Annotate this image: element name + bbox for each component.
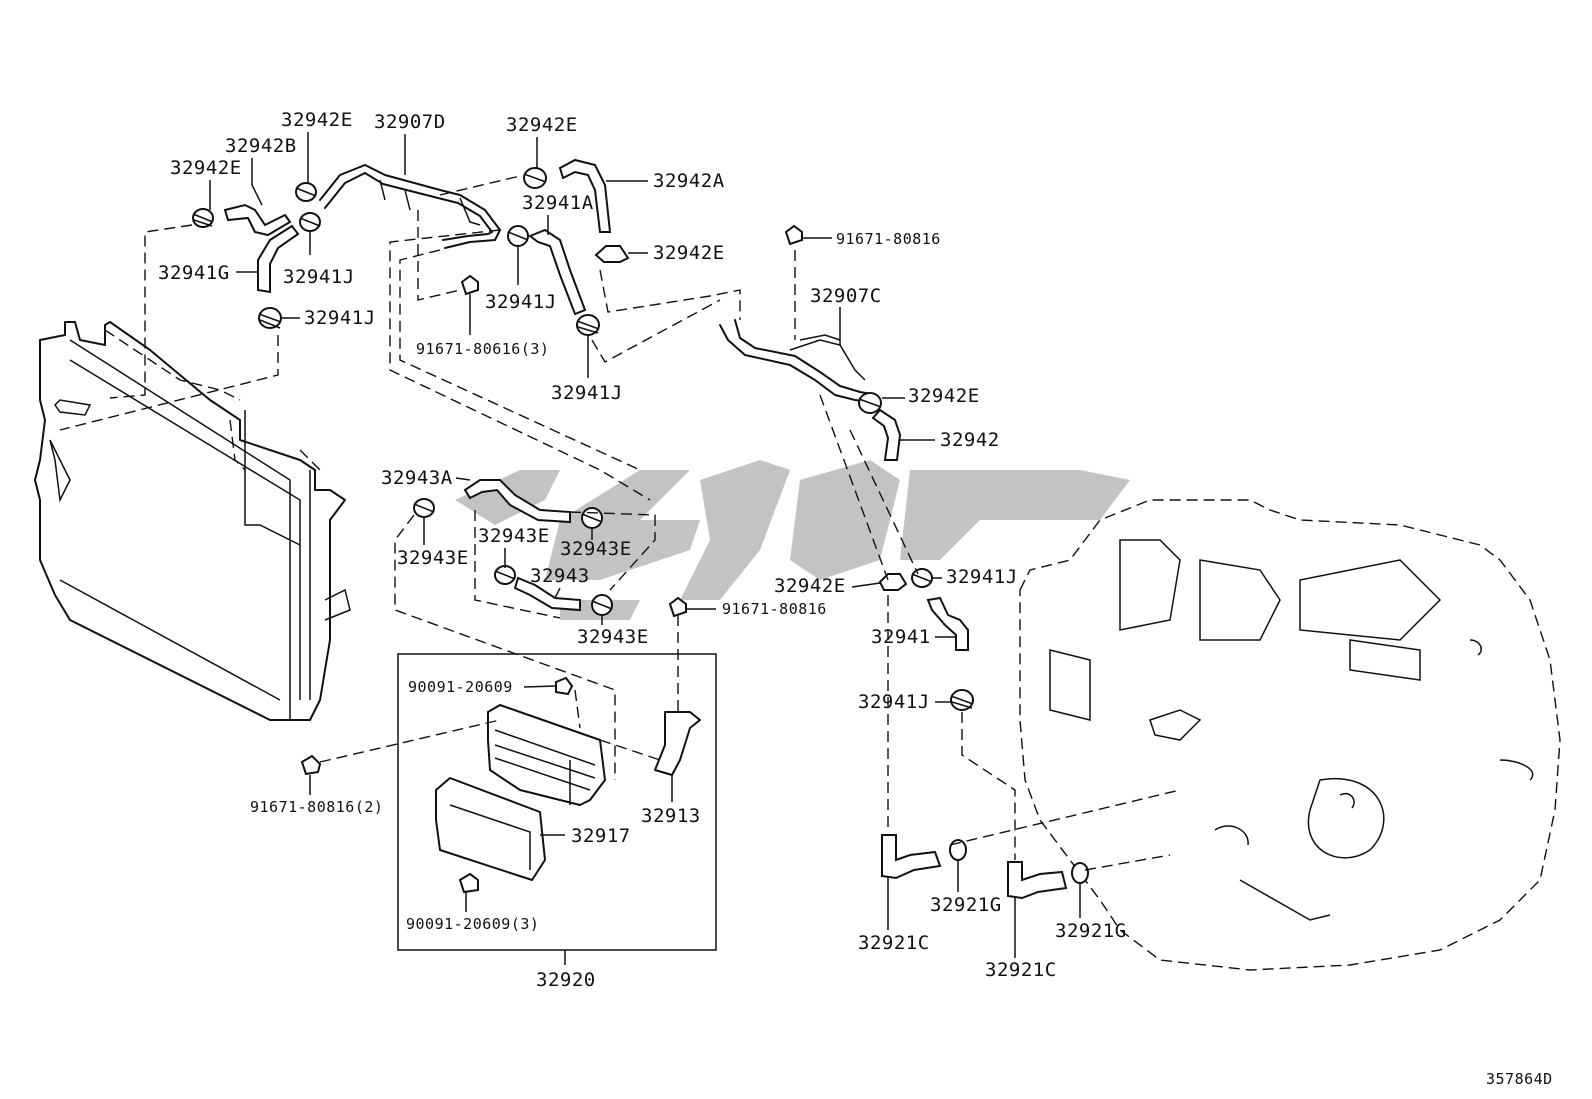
pipe-32907D (319, 164, 501, 249)
label-32941J: 32941J (304, 307, 376, 329)
label-32942E: 32942E (281, 109, 353, 131)
clamp-32941J-mid-lower (576, 314, 600, 336)
clamp-32943E-left (413, 498, 435, 518)
label-32921C: 32921C (985, 959, 1057, 981)
watermark-logo (455, 460, 1130, 620)
label-90091-20609: 90091-20609 (408, 678, 513, 696)
clamp-32941J-top (299, 212, 321, 232)
union-32921C-right (1007, 861, 1068, 900)
label-32921G: 32921G (1055, 920, 1127, 942)
clamp-32943E-right (591, 594, 613, 616)
label-32941: 32941 (871, 626, 931, 648)
label-32942B: 32942B (225, 135, 297, 157)
transmission-case (1019, 499, 1561, 971)
label-32941J: 32941J (485, 291, 557, 313)
label-32907D: 32907D (374, 111, 446, 133)
hose-32942A (558, 158, 612, 233)
pipe-32907C (719, 319, 873, 403)
label-32942: 32942 (940, 429, 1000, 451)
bolt-91671-80616 (460, 274, 479, 296)
catalog-id: 357864D (1486, 1070, 1553, 1088)
label-32943A: 32943A (381, 467, 453, 489)
label-32913: 32913 (641, 805, 701, 827)
clamp-32942E-upper-middle (523, 167, 547, 189)
label-32942E: 32942E (908, 385, 980, 407)
clamp-32941J-lower-right (911, 568, 933, 588)
clamp-32942E-right (858, 392, 882, 414)
leader-lines (209, 132, 1081, 965)
bolt-91671-80816-top (784, 224, 803, 246)
clamp-32941J-bottom-right (950, 689, 974, 711)
clamp-32942E-top (295, 182, 317, 202)
label-32941J: 32941J (946, 566, 1018, 588)
clamp-32942E-lower-right (878, 573, 908, 591)
label-32943E: 32943E (577, 626, 649, 648)
hose-32943A (463, 479, 571, 524)
connection-lines (59, 175, 1181, 871)
label-32943: 32943 (530, 565, 590, 587)
label-91671-80616: 91671-80616(3) (416, 340, 549, 358)
hose-32942 (871, 408, 902, 461)
radiator (34, 321, 351, 721)
label-32942E: 32942E (506, 114, 578, 136)
label-32942E: 32942E (170, 157, 242, 179)
label-32921C: 32921C (858, 932, 930, 954)
label-32917: 32917 (571, 825, 631, 847)
label-32943E: 32943E (478, 525, 550, 547)
hose-32941G (257, 224, 300, 294)
clamp-32942E-middle (594, 245, 630, 263)
bracket-32913 (654, 711, 701, 776)
bolt-91671-80816-left (300, 754, 322, 776)
hose-32942B (223, 203, 292, 237)
clamp-32943E-center (494, 565, 516, 585)
part-labels: 32942E 32942B 32942E 32907D 32942E 32942… (158, 109, 1553, 1088)
clamp-32943E-mid-right (581, 507, 603, 529)
union-32921C-left (881, 834, 942, 880)
label-32941J: 32941J (283, 266, 355, 288)
oil-cooler-assembly-box (397, 653, 717, 951)
label-32942A: 32942A (653, 170, 725, 192)
clamp-32941J-lower (258, 307, 282, 329)
label-32941A: 32941A (522, 192, 594, 214)
label-32943E: 32943E (397, 547, 469, 569)
label-90091-20609: 90091-20609(3) (406, 915, 539, 933)
hose-32941A (527, 228, 587, 316)
gasket-32921G-right (1071, 862, 1089, 884)
label-32941J: 32941J (858, 691, 930, 713)
label-91671-80816: 91671-80816 (722, 600, 827, 618)
bolt-91671-80816-mid (668, 596, 687, 618)
label-32941J: 32941J (551, 382, 623, 404)
hose-32943 (513, 576, 581, 612)
label-32920: 32920 (536, 969, 596, 991)
label-32907C: 32907C (810, 285, 882, 307)
label-32942E: 32942E (653, 242, 725, 264)
label-32942E: 32942E (774, 575, 846, 597)
label-32943E: 32943E (560, 538, 632, 560)
clamp-32942E-left (192, 208, 214, 228)
label-32941G: 32941G (158, 262, 230, 284)
label-91671-80816: 91671-80816 (836, 230, 941, 248)
hose-32941 (926, 596, 969, 651)
label-91671-80816: 91671-80816(2) (250, 798, 383, 816)
label-32921G: 32921G (930, 894, 1002, 916)
clamp-32941J-middle (507, 225, 529, 247)
